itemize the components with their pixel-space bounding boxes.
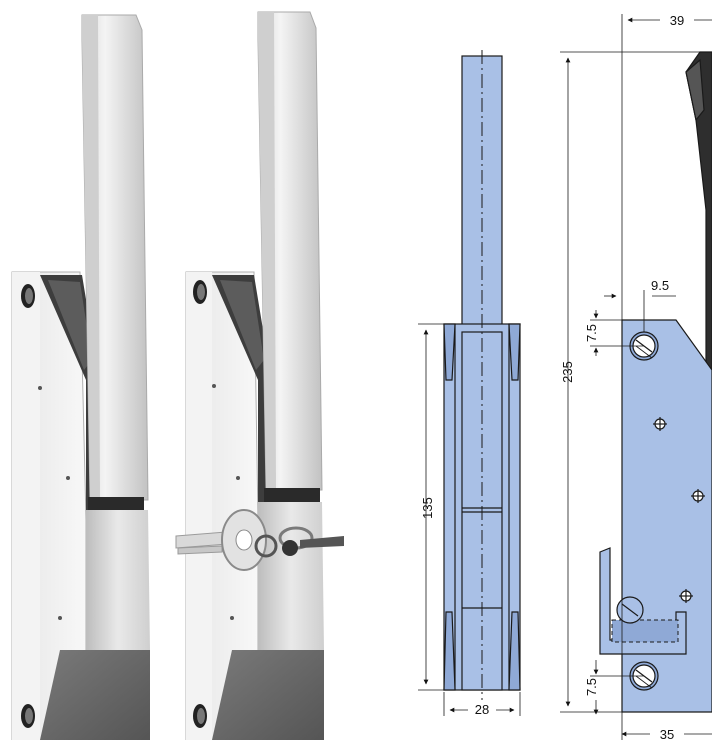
latch-photo-2 <box>175 11 344 740</box>
dim-hole-offset-top: 7.5 <box>584 324 599 342</box>
dim-hole-offset-bottom: 7.5 <box>584 678 599 696</box>
latch-photo-1 <box>11 14 150 740</box>
dim-front-width: 28 <box>475 702 489 717</box>
dim-side-total-height: 235 <box>560 361 575 383</box>
dim-side-bottom-width: 35 <box>660 727 674 740</box>
side-view-drawing <box>560 14 712 740</box>
dim-front-height: 135 <box>420 497 435 519</box>
dim-side-top-width: 39 <box>670 13 684 28</box>
key-bunch <box>175 509 344 571</box>
dim-hole-offset-x: 9.5 <box>651 278 669 293</box>
front-view-drawing <box>418 50 521 716</box>
